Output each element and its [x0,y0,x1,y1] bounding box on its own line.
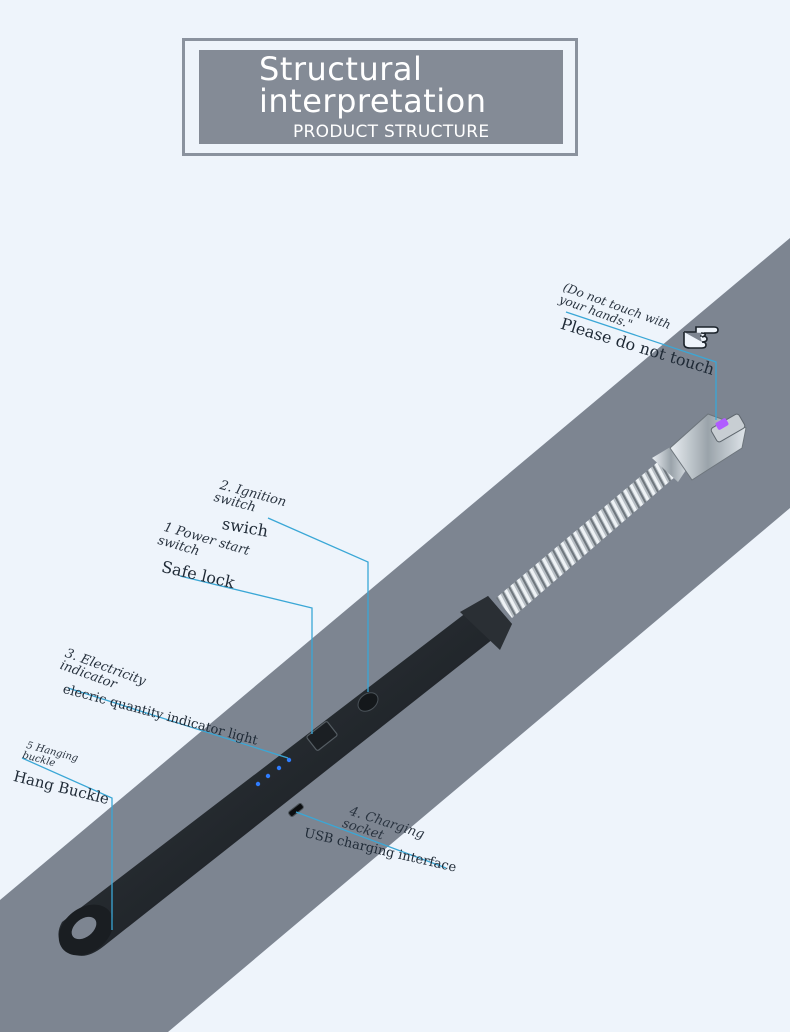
header-subtitle: PRODUCT STRUCTURE [293,122,490,142]
leader-lines [21,311,717,930]
electricity-leader [67,687,289,759]
indicator-led [276,765,282,771]
header-panel: Structural interpretation PRODUCT STRUCT… [199,50,563,144]
lighter-handle [58,596,512,956]
hang-leader [21,757,113,930]
ignition-button[interactable] [354,689,381,715]
header-title-line2: interpretation [259,82,487,120]
hang-buckle-hole [71,916,97,940]
safe-lock-slider[interactable] [306,721,338,751]
lighter [58,413,747,956]
header-title-line1: Structural [259,50,423,88]
flexible-neck [496,460,676,618]
arc-glow [715,418,729,430]
tip-leader [565,311,717,420]
header-frame: Structural interpretation PRODUCT STRUCT… [182,38,578,156]
indicator-led [286,757,292,763]
power-leader [179,575,313,734]
lighter-collar [460,596,512,650]
indicator-led [265,773,271,779]
charging-leader [295,811,447,869]
pointing-hand-icon [683,326,719,349]
indicator-led [255,781,261,787]
ignition-leader [267,517,369,692]
